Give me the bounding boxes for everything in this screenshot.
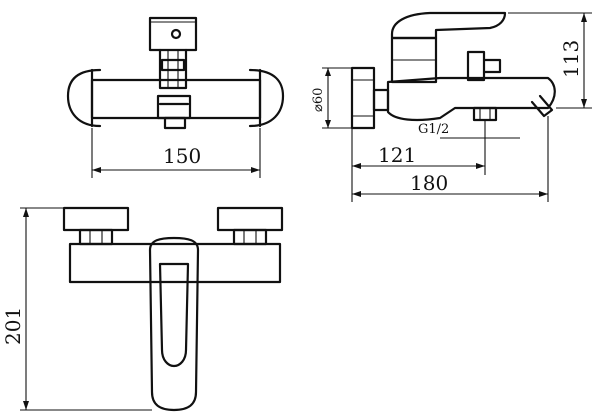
- top-view: 150: [66, 16, 285, 178]
- top-handle: [148, 16, 198, 52]
- cartridge-stem: [158, 48, 188, 90]
- dim-width-150: 150: [163, 144, 201, 168]
- dim-height-201: 201: [1, 307, 25, 345]
- dim-diameter-60: ⌀60: [311, 88, 326, 112]
- wall-flange: [350, 66, 376, 130]
- front-right-flange: [216, 206, 284, 232]
- spout-outlet: [530, 94, 554, 118]
- front-body: [68, 242, 282, 284]
- front-view: 201: [1, 206, 284, 412]
- spout-top: [156, 94, 192, 120]
- dim-thread-g12: G1/2: [418, 122, 449, 137]
- front-lever: [148, 236, 200, 412]
- left-flange: [66, 68, 102, 128]
- handle-screw: [170, 28, 182, 40]
- right-flange: [248, 68, 285, 128]
- dim-180: 180: [410, 171, 448, 195]
- front-left-flange: [62, 206, 130, 232]
- diverter-knob: [466, 50, 486, 82]
- dim-height-113: 113: [559, 40, 583, 78]
- dim-121: 121: [378, 143, 416, 167]
- side-view: 113 ⌀60 G1/2 121 180: [311, 11, 592, 202]
- side-body: [386, 76, 556, 122]
- mixer-body: [90, 78, 262, 120]
- lever-handle: [390, 11, 507, 40]
